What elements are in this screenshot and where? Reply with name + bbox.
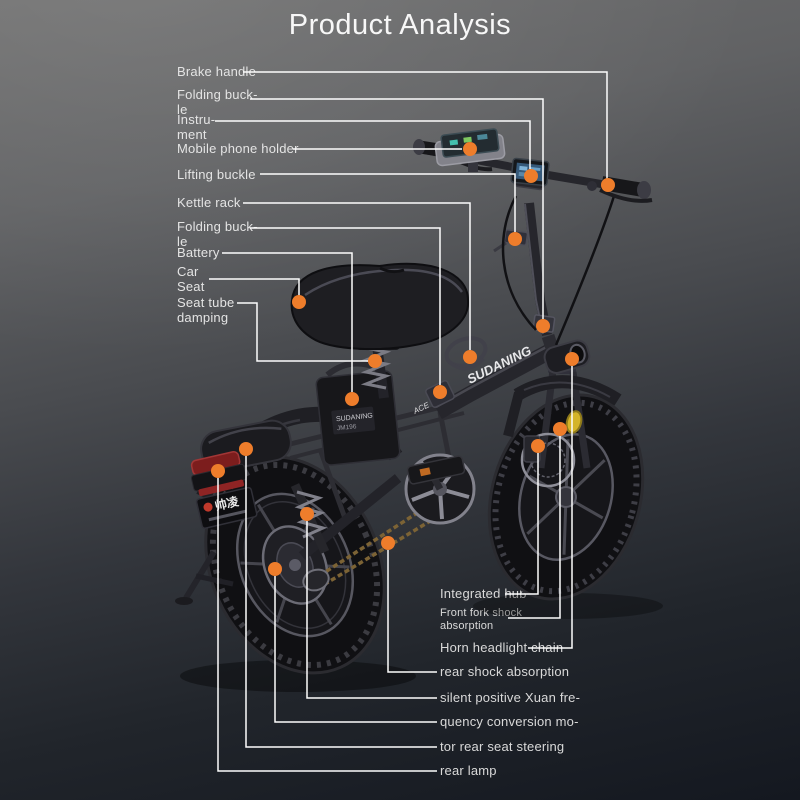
callout-label-front-fork-shock: Front fork shock absorption (440, 607, 522, 632)
callout-label-lifting-buckle: Lifting buckle (177, 167, 256, 182)
dot-folding-buckle-top (536, 319, 550, 333)
dot-kettle-rack (463, 350, 477, 364)
page-title: Product Analysis (288, 9, 512, 41)
callout-label-brake-handle: Brake handle (177, 64, 257, 79)
leader-car-seat (209, 278, 300, 296)
saddle (290, 262, 470, 351)
leader-brake-handle (243, 71, 608, 183)
front-wheel (487, 393, 645, 601)
dot-mobile-phone-holder (463, 142, 477, 156)
leader-integrated-hub (505, 453, 539, 595)
leader-rear-shock (387, 550, 437, 673)
dot-headlight (565, 352, 579, 366)
license-plate: 帅凌 (195, 486, 258, 529)
callout-label-motor-line-3: tor rear seat steering (440, 739, 565, 754)
leader-lines (209, 71, 608, 772)
battery-brand-text: SUDANING (336, 412, 373, 423)
dot-chain (381, 536, 395, 550)
leader-motor-line-2 (274, 576, 437, 723)
callout-label-kettle-rack: Kettle rack (177, 195, 241, 210)
leader-folding-buckle-mid (250, 227, 441, 385)
callout-label-rear-lamp: rear lamp (440, 763, 497, 778)
leader-seat-tube-damping (237, 302, 368, 362)
brake-cable (554, 195, 616, 346)
bike-illustration: 帅凌 (175, 128, 663, 692)
leader-lifting-buckle (260, 173, 516, 232)
callout-label-folding-buckle-top: Folding buck- le (177, 87, 258, 117)
callout-label-motor-line-2: quency conversion mo- (440, 714, 579, 729)
dot-car-seat (292, 295, 306, 309)
dot-lifting-buckle (508, 232, 522, 246)
leader-horn-headlight (528, 366, 573, 649)
dot-folding-buckle-mid (433, 385, 447, 399)
leader-motor-line-3 (245, 456, 437, 748)
callout-label-instrument: Instru- ment (177, 112, 216, 142)
steering-stem (493, 195, 616, 375)
fork-reflector (565, 410, 583, 434)
brake-cable (501, 195, 537, 331)
dot-seat-tube-damping (368, 354, 382, 368)
callout-label-battery: Battery (177, 245, 220, 260)
dot-instrument (524, 169, 538, 183)
callout-label-mobile-phone-holder: Mobile phone holder (177, 141, 299, 156)
license-plate-text: 帅凌 (213, 493, 241, 513)
dot-rear-shock (300, 507, 314, 521)
leader-front-fork-shock (508, 436, 561, 619)
leader-rear-lamp (217, 478, 437, 772)
leader-folding-buckle-top (250, 98, 544, 319)
callout-label-rear-shock-absorption: rear shock absorption (440, 664, 570, 679)
callout-label-motor-line-1: silent positive Xuan fre- (440, 690, 581, 705)
dot-front-fork-shock (553, 422, 567, 436)
callout-label-car-seat: Car Seat (177, 264, 205, 294)
pedal (406, 455, 466, 485)
leader-motor-line-1 (306, 521, 437, 699)
dot-brake-handle (601, 178, 615, 192)
leader-battery (222, 252, 353, 392)
dot-rear-seat (239, 442, 253, 456)
kickstand (175, 550, 234, 605)
leader-kettle-rack (243, 202, 471, 350)
dot-integrated-hub (531, 439, 545, 453)
crankset (404, 453, 476, 525)
kettle-rack (444, 336, 488, 371)
front-fender (503, 375, 622, 438)
rear-sprocket (302, 568, 330, 592)
callout-dots (211, 142, 615, 576)
ground-shadow (180, 593, 663, 692)
dot-motor-hub (268, 562, 282, 576)
right-brake-lever (599, 188, 653, 203)
callout-label-folding-buckle-mid: Folding buck- le (177, 219, 258, 249)
callout-label-seat-tube-damping: Seat tube damping (177, 295, 235, 325)
dot-rear-lamp (211, 464, 225, 478)
dot-battery (345, 392, 359, 406)
battery-code-text: JM196 (337, 423, 358, 432)
leader-instrument (215, 120, 531, 169)
